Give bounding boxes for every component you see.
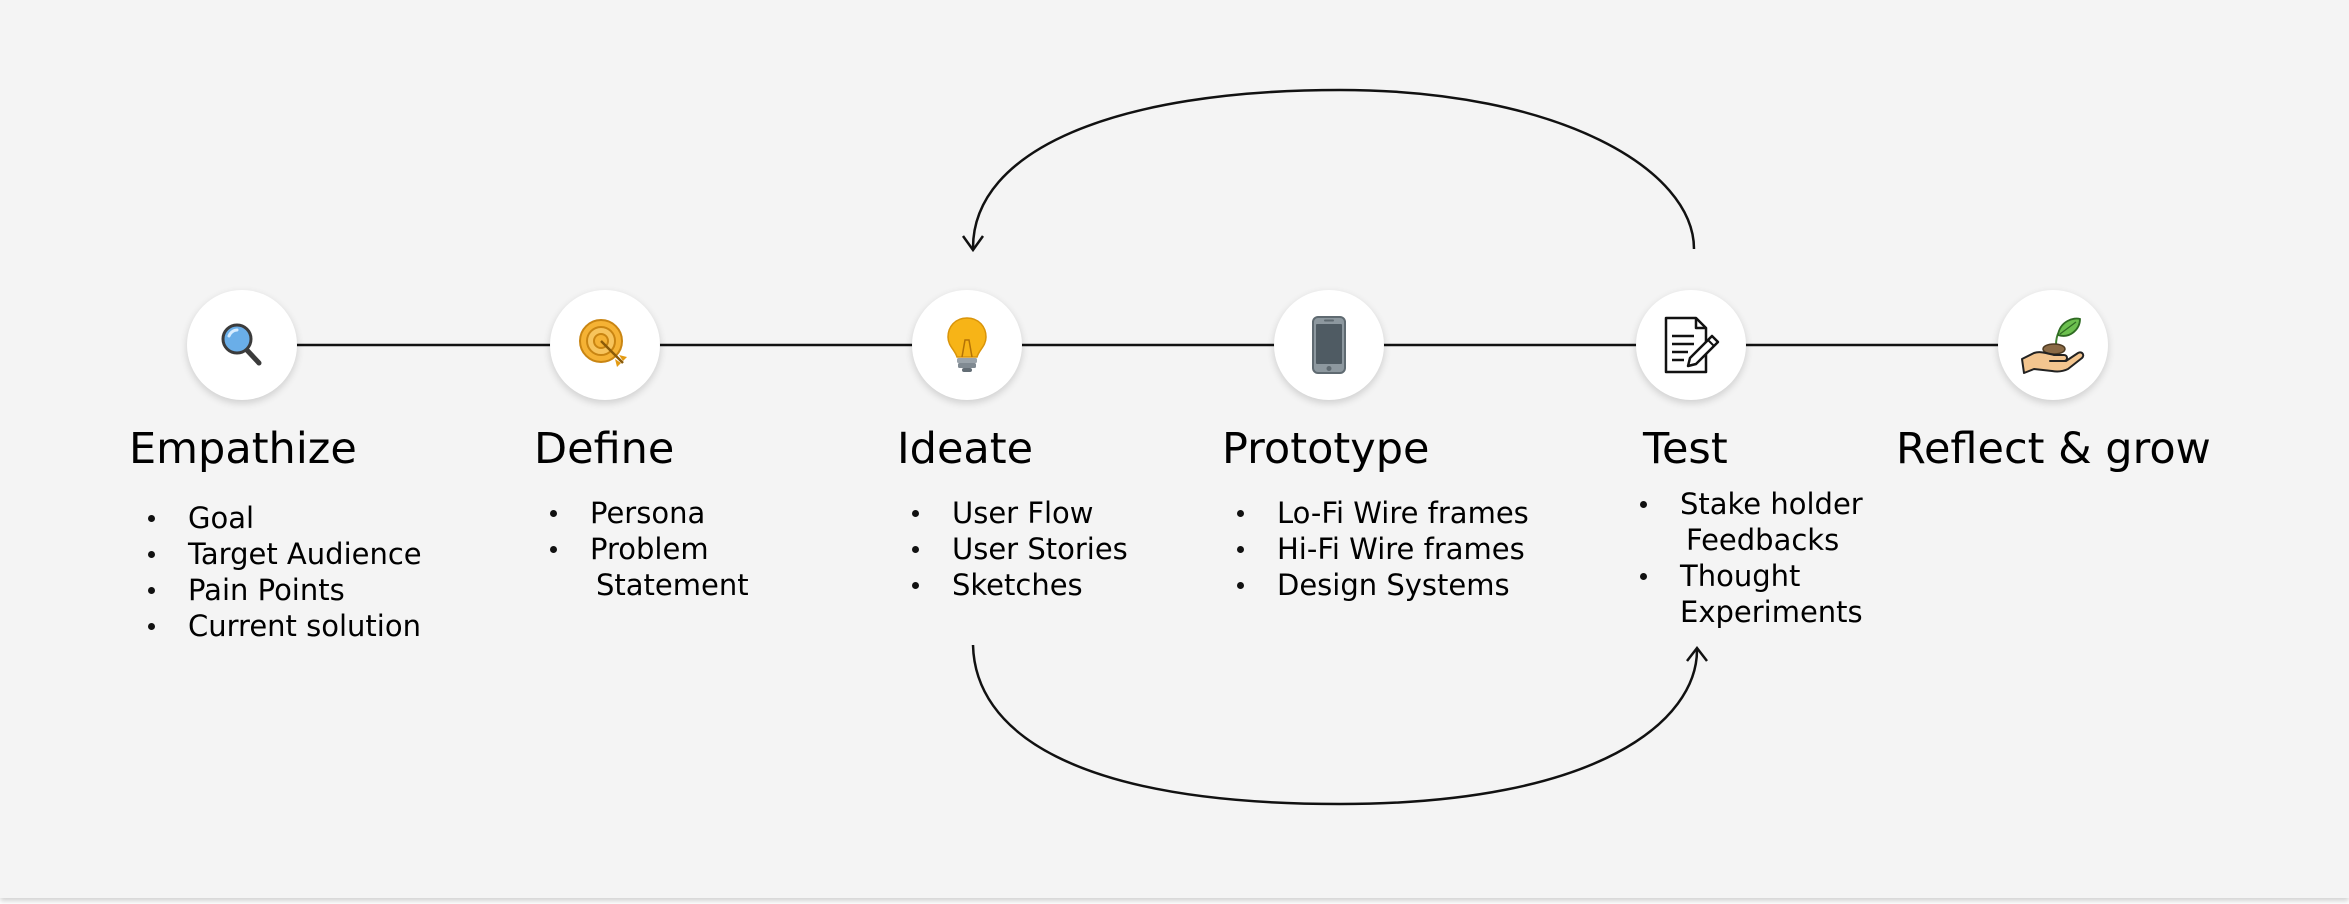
stage-title-test: Test (1643, 424, 1728, 474)
empathize-node (187, 290, 297, 400)
prototype-node (1274, 290, 1384, 400)
lightbulb-icon (947, 317, 987, 372)
list-item: Design Systems (1233, 567, 1529, 603)
list-item: Sketches (908, 567, 1128, 603)
stage-title-prototype: Prototype (1222, 424, 1430, 474)
loop-back-arrowhead (961, 235, 985, 253)
list-item: Persona (546, 495, 749, 531)
stage-title-define: Define (534, 424, 675, 474)
list-item: Hi-Fi Wire frames (1233, 531, 1529, 567)
sprout-in-hand-icon (2021, 317, 2085, 374)
ideate-node (912, 290, 1022, 400)
magnifier-icon (221, 323, 262, 366)
list-item: Pain Points (144, 572, 422, 608)
list-item: User Flow (908, 495, 1128, 531)
define-node (550, 290, 660, 400)
target-icon (579, 319, 627, 367)
list-item: User Stories (908, 531, 1128, 567)
stage-list-empathize: Goal Target Audience Pain Points Current… (144, 500, 422, 644)
stage-list-ideate: User Flow User Stories Sketches (908, 495, 1128, 603)
loop-forward-arrow (971, 644, 1699, 806)
list-item: Current solution (144, 608, 422, 644)
stage-title-ideate: Ideate (897, 424, 1034, 474)
reflect-grow-node (1998, 290, 2108, 400)
list-item: Goal (144, 500, 422, 536)
loop-back-arrow (971, 88, 1696, 250)
stage-title-empathize: Empathize (129, 424, 357, 474)
stage-list-prototype: Lo-Fi Wire frames Hi-Fi Wire frames Desi… (1233, 495, 1529, 603)
stage-title-reflect-grow: Reflect & grow (1896, 424, 2211, 474)
smartphone-icon (1312, 316, 1346, 374)
test-node (1636, 290, 1746, 400)
document-edit-icon (1664, 316, 1720, 374)
list-item: Target Audience (144, 536, 422, 572)
loop-forward-arrowhead (1686, 645, 1708, 662)
list-item: Lo-Fi Wire frames (1233, 495, 1529, 531)
